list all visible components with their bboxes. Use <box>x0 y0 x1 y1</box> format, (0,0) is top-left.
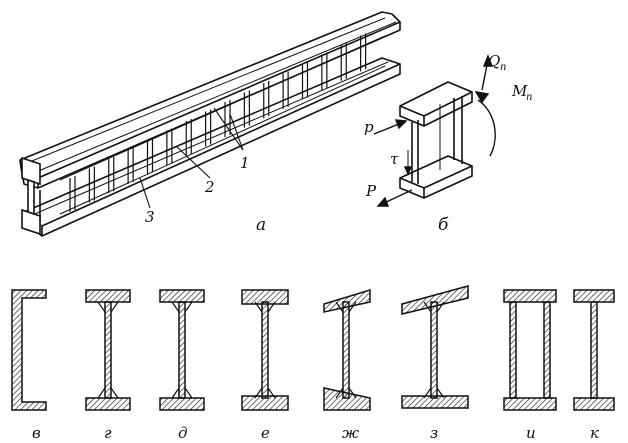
section-label-z: з <box>430 424 438 442</box>
girder-stiffeners <box>69 33 367 212</box>
section-g <box>85 289 131 411</box>
section-k <box>573 289 615 411</box>
section-label-e: е <box>261 424 270 442</box>
section-label-i: и <box>526 424 536 442</box>
section-zh <box>323 288 371 411</box>
callout-2: 2 <box>204 178 215 196</box>
load-p-bottom: P <box>365 182 377 200</box>
section-label-d: д <box>178 424 188 442</box>
shear-stress-tau: τ <box>390 150 399 168</box>
section-v <box>11 289 47 411</box>
segment-free-body <box>399 81 473 199</box>
shear-force-label: Q <box>488 52 500 70</box>
callout-leaders <box>139 107 244 209</box>
part-label-a: а <box>256 215 266 235</box>
moment-label: M <box>511 82 528 100</box>
part-label-b: б <box>438 215 449 235</box>
section-z <box>401 285 469 409</box>
callout-3: 3 <box>145 208 155 226</box>
moment-sub: п <box>526 92 532 103</box>
girder-perspective <box>19 11 401 237</box>
section-e <box>241 289 289 411</box>
force-arrows <box>373 54 496 207</box>
girder-end-section <box>21 156 41 236</box>
callout-1: 1 <box>240 154 250 172</box>
section-label-k: к <box>590 424 599 442</box>
section-d <box>159 289 205 411</box>
shear-force-sub: п <box>500 62 506 73</box>
load-p-top: p <box>364 118 374 136</box>
section-label-v: в <box>32 424 41 442</box>
section-i <box>503 289 557 411</box>
section-label-g: г <box>104 424 112 442</box>
section-label-zh: ж <box>342 424 359 442</box>
